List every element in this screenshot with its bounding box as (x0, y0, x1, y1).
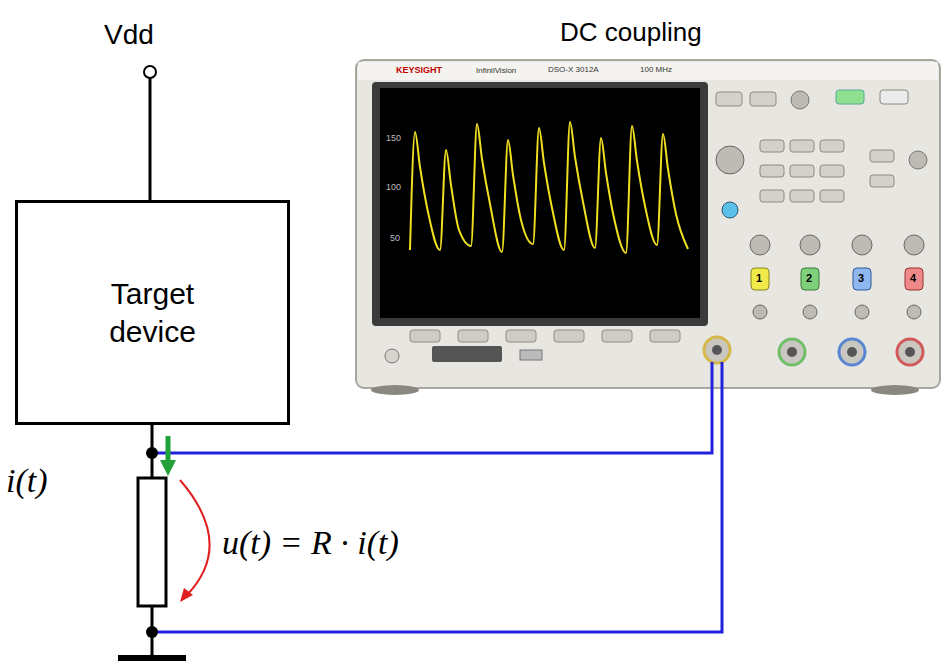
panel-button (716, 92, 742, 106)
channel-number: 1 (756, 272, 762, 284)
knob (803, 305, 817, 319)
current-arrow (166, 436, 171, 462)
knob (855, 305, 869, 319)
panel-button (760, 190, 784, 202)
knob (909, 151, 927, 169)
channel-button (801, 268, 819, 290)
knob (753, 305, 767, 319)
device-box: Target device (15, 200, 290, 425)
voltage-arrowhead (180, 588, 193, 602)
supply-terminal (144, 66, 156, 78)
channel-number: 3 (858, 272, 864, 284)
knob (791, 91, 809, 109)
axis-tick: 100 (386, 183, 401, 193)
panel-button (790, 190, 814, 202)
knob (716, 146, 744, 174)
power-button (385, 349, 399, 363)
bnc-inputs (704, 337, 923, 365)
panel-button (790, 165, 814, 177)
knob (852, 235, 872, 255)
bnc-core (787, 347, 797, 357)
softkey (554, 330, 584, 342)
bnc-connector (779, 339, 805, 365)
bnc-connector (897, 339, 923, 365)
axis-tick: 50 (390, 234, 400, 244)
control-panel (716, 90, 927, 319)
supply-label: Vdd (104, 20, 154, 51)
voltage-equation: u(t) = R · i(t) (222, 524, 399, 561)
io-port (432, 346, 502, 362)
run-button (836, 90, 864, 104)
supply-wire (149, 78, 152, 200)
bandwidth-label: 100 MHz (640, 66, 672, 75)
voltage-arrow (180, 480, 210, 596)
usb-port (520, 350, 542, 360)
panel-button (820, 140, 844, 152)
resistor-symbol (138, 478, 166, 606)
knob (904, 235, 924, 255)
channel-button (905, 268, 923, 290)
ground-symbol (118, 655, 186, 661)
screen-bezel (372, 82, 708, 326)
panel-button (760, 165, 784, 177)
junction-dot (146, 447, 158, 459)
model-line: InfiniiVision (476, 67, 516, 76)
knob (722, 202, 738, 218)
panel-button (760, 140, 784, 152)
softkey (458, 330, 488, 342)
bnc-core (905, 347, 915, 357)
caption-heading: DC coupling (560, 18, 702, 47)
bnc-core (847, 347, 857, 357)
waveform-trace (410, 122, 688, 253)
softkeys (410, 330, 680, 342)
channel-number: 2 (806, 272, 812, 284)
bnc-connector (839, 339, 865, 365)
channel-button (751, 268, 769, 290)
box-label: Target device (73, 275, 233, 350)
panel-button (820, 190, 844, 202)
channel-number: 4 (910, 272, 916, 284)
junction-dot (146, 626, 158, 638)
bnc-core (712, 345, 722, 355)
panel-button (820, 165, 844, 177)
panel-button (750, 92, 776, 106)
scope-foot (871, 385, 919, 395)
panel-button (870, 175, 894, 187)
panel-button (790, 140, 814, 152)
scope-foot (371, 385, 419, 395)
softkey (506, 330, 536, 342)
model-number: DSO-X 3012A (548, 66, 599, 75)
knob (750, 235, 770, 255)
scope-screen (380, 88, 700, 318)
panel-button (870, 150, 894, 162)
softkey (602, 330, 632, 342)
softkey (410, 330, 440, 342)
knob (907, 305, 921, 319)
bnc-connector (704, 337, 730, 363)
single-button (880, 90, 908, 104)
scope-header (358, 62, 938, 80)
scope-body (356, 60, 940, 388)
knob (800, 235, 820, 255)
softkey (650, 330, 680, 342)
channel-button (853, 268, 871, 290)
axis-tick: 150 (386, 134, 401, 144)
brand-logo: KEYSIGHT (396, 66, 442, 76)
current-arrowhead (160, 460, 176, 476)
current-label: i(t) (6, 462, 48, 499)
